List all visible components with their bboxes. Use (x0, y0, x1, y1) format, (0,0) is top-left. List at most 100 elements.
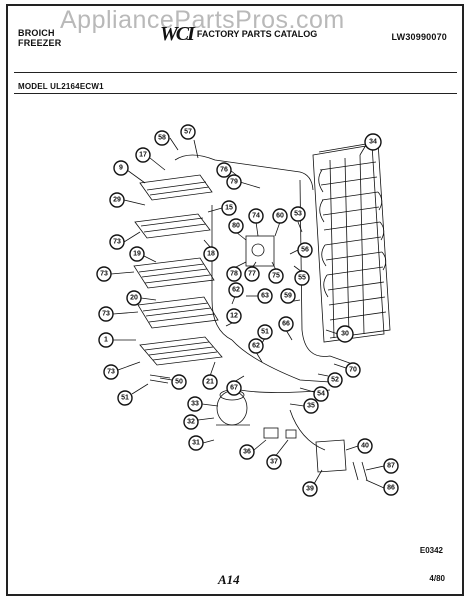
svg-text:21: 21 (206, 379, 214, 386)
callout-63: 63 (246, 288, 273, 304)
svg-text:52: 52 (331, 377, 339, 384)
svg-text:36: 36 (243, 449, 251, 456)
svg-text:73: 73 (113, 239, 121, 246)
callout-57: 57 (180, 124, 199, 159)
svg-text:54: 54 (317, 391, 325, 398)
svg-text:34: 34 (369, 139, 377, 146)
svg-text:51: 51 (121, 395, 129, 402)
wci-logo-mark: WCI (160, 23, 195, 45)
model-label: MODEL UL2164ECW1 (18, 82, 104, 91)
callout-62: 62 (228, 282, 244, 305)
callout-29: 29 (109, 192, 146, 208)
svg-text:18: 18 (207, 251, 215, 258)
svg-text:1: 1 (104, 337, 108, 344)
diagram-code: E0342 (419, 546, 443, 555)
callout-54: 54 (299, 386, 329, 402)
model-rule (14, 93, 457, 94)
callout-52: 52 (317, 372, 343, 388)
svg-text:30: 30 (341, 331, 349, 338)
callout-59: 59 (280, 288, 301, 304)
product-type: FREEZER (18, 38, 62, 48)
svg-text:39: 39 (306, 486, 314, 493)
callout-79: 79 (226, 174, 261, 190)
svg-text:60: 60 (276, 213, 284, 220)
callout-36: 36 (239, 439, 267, 460)
svg-text:62: 62 (232, 287, 240, 294)
callout-87: 87 (365, 458, 399, 474)
svg-text:35: 35 (307, 403, 315, 410)
svg-text:77: 77 (248, 271, 256, 278)
svg-text:86: 86 (387, 485, 395, 492)
callout-31: 31 (188, 435, 215, 451)
callout-66: 66 (278, 316, 294, 341)
svg-text:59: 59 (284, 293, 292, 300)
callout-73: 73 (98, 306, 139, 322)
callout-20: 20 (126, 290, 157, 306)
svg-text:87: 87 (387, 463, 395, 470)
callout-53: 53 (290, 206, 306, 233)
callout-70: 70 (333, 362, 361, 378)
callout-62: 62 (248, 338, 264, 363)
evaporator-coil (312, 141, 391, 343)
svg-text:12: 12 (230, 313, 238, 320)
callout-15: 15 (207, 200, 237, 216)
catalog-number: LW30990070 (391, 32, 447, 42)
svg-text:67: 67 (230, 385, 238, 392)
svg-text:53: 53 (294, 211, 302, 218)
callout-86: 86 (365, 479, 399, 496)
callout-30: 30 (325, 325, 354, 343)
svg-text:70: 70 (349, 367, 357, 374)
wire-shelves (133, 174, 223, 366)
svg-text:55: 55 (298, 275, 306, 282)
callout-17: 17 (135, 147, 166, 171)
svg-text:33: 33 (191, 401, 199, 408)
svg-text:40: 40 (361, 443, 369, 450)
callout-73: 73 (103, 361, 141, 380)
svg-text:50: 50 (175, 379, 183, 386)
catalog-title: FACTORY PARTS CATALOG (196, 29, 318, 39)
callout-56: 56 (289, 242, 313, 258)
condensate-pan (315, 439, 347, 473)
callout-58: 58 (154, 130, 179, 151)
svg-text:66: 66 (282, 321, 290, 328)
callout-34: 34 (359, 133, 382, 156)
callout-35: 35 (289, 398, 319, 414)
svg-text:56: 56 (301, 247, 309, 254)
svg-text:73: 73 (102, 311, 110, 318)
svg-text:15: 15 (225, 205, 233, 212)
callout-60: 60 (272, 208, 288, 237)
callout-78: 78 (226, 261, 247, 282)
brand-name: BROICH (18, 28, 55, 38)
callout-40: 40 (345, 438, 373, 454)
callout-12: 12 (225, 308, 242, 327)
svg-text:31: 31 (192, 440, 200, 447)
svg-text:76: 76 (220, 167, 228, 174)
svg-text:62: 62 (252, 343, 260, 350)
callout-76: 76 (216, 162, 241, 179)
callout-21: 21 (202, 361, 218, 390)
callout-19: 19 (129, 246, 157, 263)
svg-text:78: 78 (230, 271, 238, 278)
catalog-logo: WCI FACTORY PARTS CATALOG (160, 23, 318, 45)
header-rule (14, 72, 457, 73)
svg-text:29: 29 (113, 197, 121, 204)
svg-text:9: 9 (119, 165, 123, 172)
callout-51: 51 (117, 383, 149, 406)
svg-text:74: 74 (252, 213, 260, 220)
callout-1: 1 (98, 332, 136, 348)
callout-18: 18 (203, 239, 219, 262)
callout-73: 73 (109, 231, 141, 250)
svg-text:75: 75 (272, 273, 280, 280)
svg-text:17: 17 (139, 152, 147, 159)
refrigerant-tubing (174, 154, 359, 451)
svg-text:80: 80 (232, 223, 240, 230)
callout-55: 55 (293, 265, 310, 286)
control-box (245, 235, 275, 267)
svg-text:57: 57 (184, 129, 192, 136)
svg-text:19: 19 (133, 251, 141, 258)
callout-32: 32 (183, 414, 215, 430)
callout-74: 74 (248, 208, 264, 237)
page-frame (6, 4, 464, 596)
svg-text:37: 37 (270, 459, 278, 466)
